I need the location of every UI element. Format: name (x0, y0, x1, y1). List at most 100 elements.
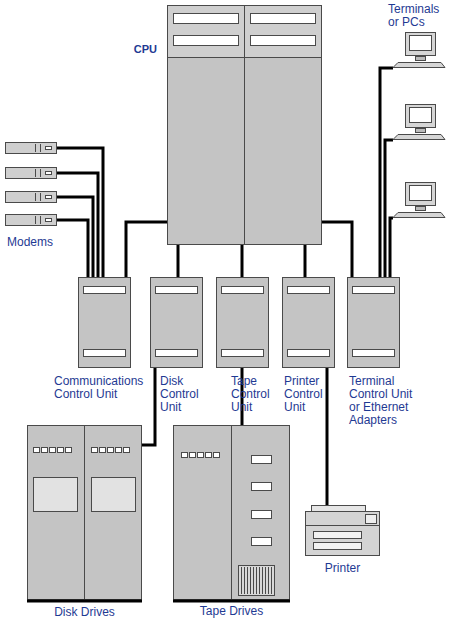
printer-seam (305, 525, 380, 526)
panel-slot (222, 350, 264, 357)
panel-slot (222, 287, 264, 294)
node-label: Tape Drives (173, 605, 290, 618)
vent-grille (239, 566, 275, 596)
tape-drive-cabinet (173, 425, 290, 600)
pc-monitor (406, 183, 436, 206)
pc-keyboard (393, 213, 445, 218)
control-unit-cabinet (78, 277, 131, 368)
indicator-light (190, 453, 196, 458)
control-unit-body (348, 278, 400, 368)
modem-detail (35, 193, 36, 201)
vent-slat (250, 567, 251, 594)
pc-keyboard (393, 135, 445, 140)
panel-slot (288, 350, 330, 357)
tape-slot (252, 511, 272, 519)
connector-line (304, 245, 307, 277)
cu-node: Terminal Control Unit or Ethernet Adapte… (347, 277, 400, 368)
indicator-light (214, 453, 220, 458)
modem-detail (35, 169, 36, 177)
tape-slot (252, 483, 272, 491)
indicator-light (42, 448, 48, 453)
vent-slat (268, 567, 269, 594)
connector-line (241, 245, 244, 277)
modem-detail (40, 193, 41, 201)
printer-node: Printer (305, 505, 380, 558)
modems-node: Modems (5, 140, 57, 250)
panel-slot (288, 287, 330, 294)
indicator-light (34, 448, 40, 453)
disk-drive-cabinet (27, 425, 142, 600)
control-unit-cabinet (282, 277, 335, 368)
vent-slat (253, 567, 254, 594)
paper-tray (314, 543, 362, 550)
connector-line (177, 245, 180, 277)
connector-line (57, 220, 88, 277)
node-label: Terminals or PCs (388, 3, 450, 29)
control-unit-body (283, 278, 335, 368)
pc-screen (410, 186, 432, 201)
modem-light (46, 172, 52, 175)
modem-light (46, 147, 52, 150)
panel-slot (156, 287, 198, 294)
modem-light (46, 196, 52, 199)
disk-node: Disk Drives (27, 425, 142, 600)
vent-slat (271, 567, 272, 594)
node-label: Printer (305, 562, 380, 575)
modem-light (46, 219, 52, 222)
control-unit-cabinet (347, 277, 400, 368)
modem-detail (40, 144, 41, 152)
vent-slat (244, 567, 245, 594)
control-unit-body (79, 278, 131, 368)
node-label: Printer Control Unit (284, 375, 332, 414)
modem-detail (35, 216, 36, 224)
tape-slot (252, 456, 272, 464)
cabinet-body (168, 6, 322, 245)
modem-body (6, 143, 57, 154)
node-label: Disk Drives (27, 606, 142, 619)
printer-body (306, 512, 380, 556)
node-label: CPU (129, 43, 157, 56)
node-label: Modems (7, 236, 67, 249)
modem-body (6, 215, 57, 226)
cu-node: Printer Control Unit (282, 277, 335, 368)
indicator-light (100, 448, 106, 453)
connector-line (57, 148, 103, 277)
indicator-light (108, 448, 114, 453)
drive-cabinet-body (174, 426, 290, 600)
indicator-light (66, 448, 72, 453)
connector-line (326, 368, 329, 505)
indicator-light (58, 448, 64, 453)
front-panel (251, 14, 316, 24)
connector-line (380, 68, 393, 277)
vent-slat (262, 567, 263, 594)
cabinet-divider (84, 425, 85, 600)
cu-node: Tape Control Unit (216, 277, 269, 368)
printer-illustration (305, 505, 380, 558)
control-unit-body (217, 278, 269, 368)
pc-group (393, 2, 448, 228)
front-panel (174, 14, 239, 24)
indicator-light (206, 453, 212, 458)
node-label: Communications Control Unit (54, 375, 154, 401)
panel-slot (156, 350, 198, 357)
cabinet-base (27, 600, 142, 603)
drive-cabinet-body (28, 426, 142, 600)
connector-line (385, 140, 393, 277)
control-panel (366, 515, 377, 524)
indicator-light (198, 453, 204, 458)
pc-stand (416, 207, 426, 211)
node-label: Terminal Control Unit or Ethernet Adapte… (349, 375, 421, 427)
tape-slot (252, 538, 272, 546)
modem-body (6, 168, 57, 179)
control-unit-cabinet (216, 277, 269, 368)
modem-detail (40, 216, 41, 224)
pc-monitor (406, 33, 436, 56)
cpu-node: CPU (167, 5, 322, 245)
vent-slat (259, 567, 260, 594)
vent-slat (247, 567, 248, 594)
modem-detail (40, 169, 41, 177)
cabinet-base (173, 600, 290, 603)
panel-slot (84, 287, 126, 294)
cabinet-divider (231, 425, 232, 600)
